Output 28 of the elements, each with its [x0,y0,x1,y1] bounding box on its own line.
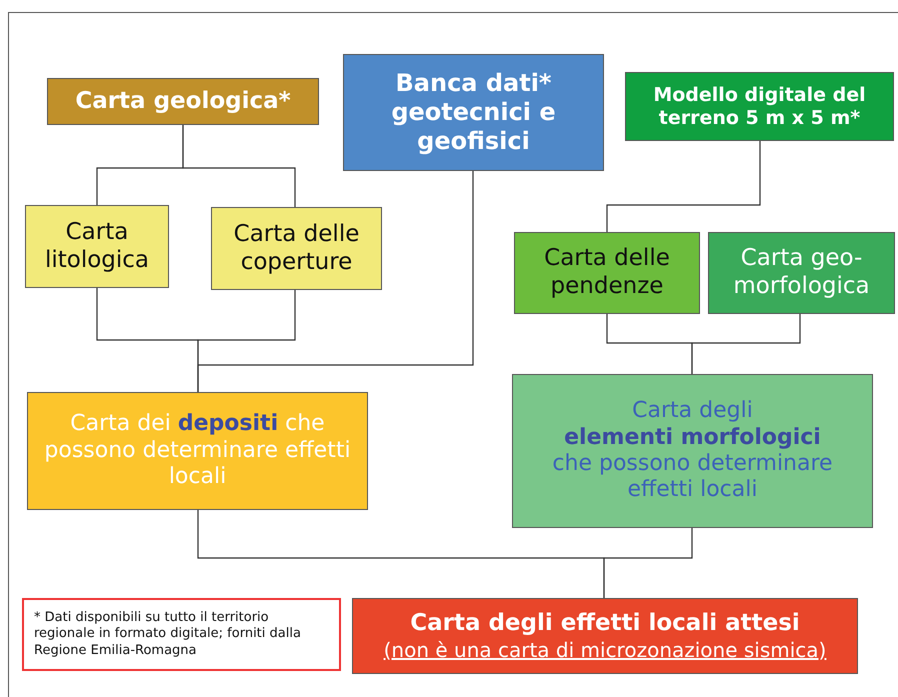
map-box [512,374,873,528]
map-box [211,207,382,290]
box-label: Carta delle coperture [232,220,360,276]
map-box [47,78,319,125]
note-box [22,598,341,671]
box-label: Carta litologica [44,218,150,274]
map-box [514,232,700,314]
map-box [25,205,169,288]
box-label: Carta geo-morfologica [732,245,871,301]
subtitle: (non è una carta di microzonazione sismica) [384,638,826,662]
box-label: Banca dati* geotecnici e geofisici [390,69,557,156]
box-label: Carta delle pendenze [543,245,671,301]
result-box [352,598,858,674]
connector-line [606,141,761,232]
box-label: Carta degli elementi morfologici che possono determinare effetti locali [551,398,834,504]
title: Carta degli effetti locali attesi [410,610,800,638]
box-label: Carta geologica* [75,88,291,116]
connector-line [197,171,474,392]
box-label: Carta dei depositi che possono determinare effetti locali [43,411,352,491]
map-box [343,54,604,171]
map-box [708,232,895,314]
connector-line [603,528,693,598]
footnote: * Dati disponibili su tutto il territorio regionale in formato digitale; forniti dalla Regione Emilia-Romagna [34,610,302,659]
box-label: Modello digitale del terreno 5 m x 5 m* [652,84,867,130]
connector-line [182,125,296,207]
map-box [27,392,368,510]
connector-line [691,314,801,374]
map-box [625,72,894,141]
